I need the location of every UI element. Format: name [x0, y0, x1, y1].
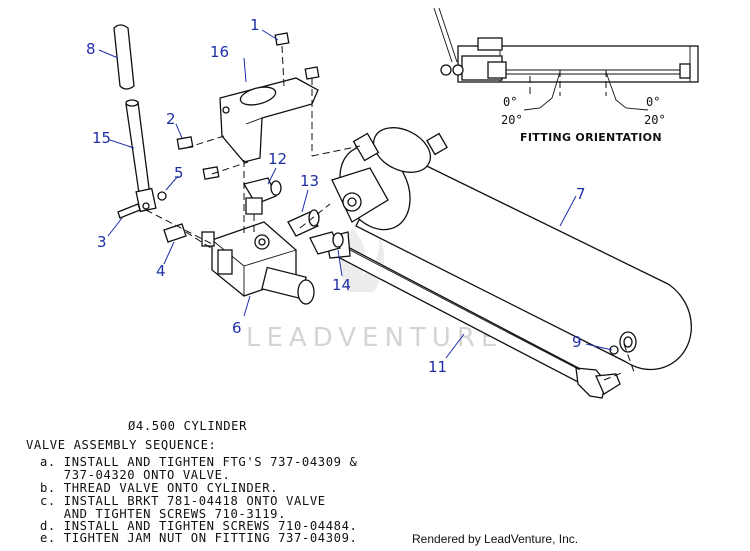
callout-9: 9 — [572, 333, 582, 351]
angle-right-bottom: 20° — [644, 113, 666, 127]
fitting-orientation-inset: 0° 20° 0° 20° FITTING ORIENTATION — [433, 7, 699, 144]
angle-left-top: 0° — [503, 95, 517, 109]
callout-14: 14 — [332, 276, 351, 294]
angle-right-top: 0° — [646, 95, 660, 109]
callout-16: 16 — [210, 43, 229, 61]
bracket-part — [219, 77, 319, 163]
callout-1: 1 — [250, 16, 260, 34]
callout-6: 6 — [232, 319, 242, 337]
fitting-14 — [309, 231, 344, 255]
callout-3: 3 — [97, 233, 107, 251]
cylinder-part — [331, 127, 692, 371]
callout-12: 12 — [268, 150, 287, 168]
fitting-12 — [242, 177, 282, 215]
callout-4: 4 — [156, 262, 166, 280]
callout-5: 5 — [174, 164, 184, 182]
step-d: d. INSTALL AND TIGHTEN SCREWS 710-04484. — [40, 519, 358, 533]
callouts: 1 2 3 4 5 6 7 8 9 11 12 13 14 15 16 — [86, 16, 586, 376]
hardware-small-parts — [117, 32, 619, 355]
callout-7: 7 — [576, 185, 586, 203]
callout-15: 15 — [92, 129, 111, 147]
fitting-13 — [287, 209, 320, 237]
callout-2: 2 — [166, 110, 176, 128]
handle-part — [113, 24, 157, 213]
step-a-cont: 737-04320 ONTO VALVE. — [40, 468, 231, 482]
step-b: b. THREAD VALVE ONTO CYLINDER. — [40, 481, 278, 495]
sequence-title: VALVE ASSEMBLY SEQUENCE: — [26, 438, 217, 452]
callout-13: 13 — [300, 172, 319, 190]
watermark-text: LEADVENTURE — [246, 323, 503, 353]
cylinder-label: Ø4.500 CYLINDER — [128, 419, 247, 433]
callout-11: 11 — [428, 358, 447, 376]
step-e: e. TIGHTEN JAM NUT ON FITTING 737-04309. — [40, 531, 358, 545]
step-c: c. INSTALL BRKT 781-04418 ONTO VALVE — [40, 494, 326, 508]
callout-8: 8 — [86, 40, 96, 58]
step-a: a. INSTALL AND TIGHTEN FTG'S 737-04309 & — [40, 455, 358, 469]
inset-title: FITTING ORIENTATION — [520, 131, 662, 144]
angle-left-bottom: 20° — [501, 113, 523, 127]
step-c-cont: AND TIGHTEN SCREWS 710-3119. — [40, 507, 286, 521]
credit-text: Rendered by LeadVenture, Inc. — [412, 532, 578, 546]
assembly-lines — [145, 45, 635, 381]
assembly-notes: Ø4.500 CYLINDER VALVE ASSEMBLY SEQUENCE:… — [26, 419, 358, 545]
valve-part — [201, 221, 315, 305]
leader-lines — [98, 29, 613, 359]
